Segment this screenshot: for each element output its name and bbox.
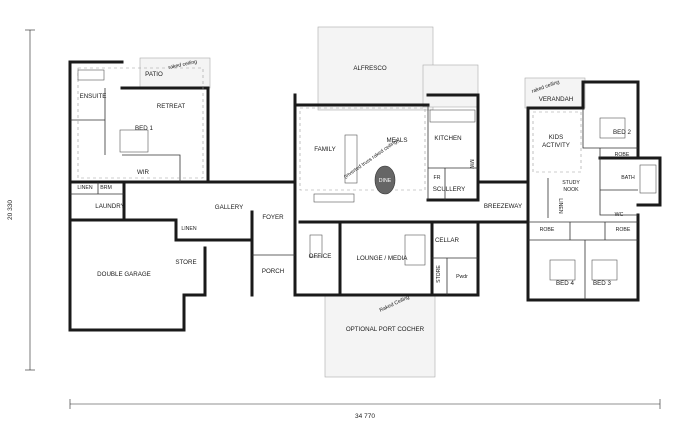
label-meals: MEALS (387, 137, 408, 144)
label-double-garage: DOUBLE GARAGE (97, 271, 151, 278)
label-lounge-media: LOUNGE / MEDIA (357, 255, 409, 262)
label-retreat: RETREAT (157, 103, 186, 110)
label-bed1: BED 1 (135, 125, 153, 132)
lounge-sofa (404, 234, 426, 266)
label-porte-cochere: OPTIONAL PORT COCHER (346, 326, 425, 333)
label-bath: BATH (621, 175, 635, 181)
family-raked-hatch (299, 107, 426, 191)
label-foyer: FOYER (262, 214, 284, 221)
label-linen-right: LINEN (557, 198, 563, 214)
central-bottom-wall (293, 220, 480, 297)
label-robe-b2: ROBE (615, 152, 630, 158)
label-porch: PORCH (262, 268, 284, 275)
linen-wall (174, 218, 207, 242)
label-dine: DINE (379, 178, 392, 184)
fixtures (77, 69, 657, 281)
stair-markers (313, 193, 355, 203)
bed2-bed (599, 117, 626, 139)
label-linen-mid: LINEN (181, 226, 197, 232)
label-scullery: SCULLERY (433, 186, 466, 193)
kids-hatch (532, 111, 582, 173)
label-alfresco: ALFRESCO (353, 65, 387, 72)
label-ensuite: ENSUITE (80, 93, 107, 100)
bath-wc-wall (599, 148, 638, 216)
kitchen-bench (429, 109, 476, 123)
right-wing-top (526, 80, 640, 160)
garage-outer-wall (68, 246, 207, 332)
walls (68, 60, 662, 332)
label-pwdr: Pwdr (456, 274, 468, 280)
label-bed3: BED 3 (593, 280, 611, 287)
label-brm: BRM (100, 185, 112, 191)
right-wing-outline (526, 106, 640, 302)
bath-tub (639, 164, 657, 194)
wir-wall (122, 154, 181, 182)
bath-outline (598, 156, 662, 207)
alfresco-paving (317, 26, 434, 111)
retreat-outer-wall (120, 86, 210, 184)
label-study-1: STUDY (562, 180, 580, 186)
ceiling-hatching (77, 67, 582, 191)
label-wir: WIR (137, 169, 150, 176)
bed3-bed (591, 259, 618, 281)
label-bed4: BED 4 (556, 280, 574, 287)
bed2-wall (582, 108, 638, 149)
label-cellar: CELLAR (435, 237, 460, 244)
porte-cochere-area (324, 294, 436, 378)
label-wc: WC (615, 212, 624, 218)
overall-width-label: 34 770 (355, 413, 375, 420)
label-store-mid: STORE (436, 265, 442, 283)
label-fr: FR (434, 175, 441, 181)
office-desk (309, 234, 323, 258)
label-kids-2: ACTIVITY (542, 142, 570, 149)
label-robe-b4: ROBE (540, 227, 555, 233)
outdoor-areas (139, 26, 586, 378)
kitchen-outer-wall (426, 93, 480, 202)
bed1-bed (119, 129, 149, 153)
dining-table (374, 165, 396, 195)
dimension-lines: 20 330 34 770 (7, 29, 661, 420)
label-verandah: VERANDAH (539, 96, 573, 103)
bed4-bed (549, 259, 576, 281)
label-robe-b3: ROBE (616, 227, 631, 233)
label-laundry: LAUNDRY (95, 203, 124, 210)
label-bed2: BED 2 (613, 129, 631, 136)
label-patio-raked: raked ceiling (168, 59, 198, 71)
label-mw: MW (468, 159, 474, 168)
patio-area (139, 57, 211, 89)
overall-depth-label: 20 330 (7, 200, 14, 220)
label-kids-1: KIDS (549, 134, 563, 141)
label-family: FAMILY (314, 146, 336, 153)
label-study-2: NOOK (563, 187, 579, 193)
label-breezeway: BREEZEWAY (484, 203, 522, 210)
bed1-hatch (77, 67, 204, 179)
label-linen-left: LINEN (77, 185, 93, 191)
label-office: OFFICE (309, 253, 332, 260)
label-kitchen: KITCHEN (434, 135, 461, 142)
label-store: STORE (175, 259, 196, 266)
kitchen-island (344, 134, 358, 184)
verandah-area (524, 77, 586, 109)
ensuite-bath (77, 69, 105, 81)
label-gallery: GALLERY (215, 204, 243, 211)
alfresco-extension (422, 64, 479, 108)
label-patio: PATIO (145, 71, 163, 78)
